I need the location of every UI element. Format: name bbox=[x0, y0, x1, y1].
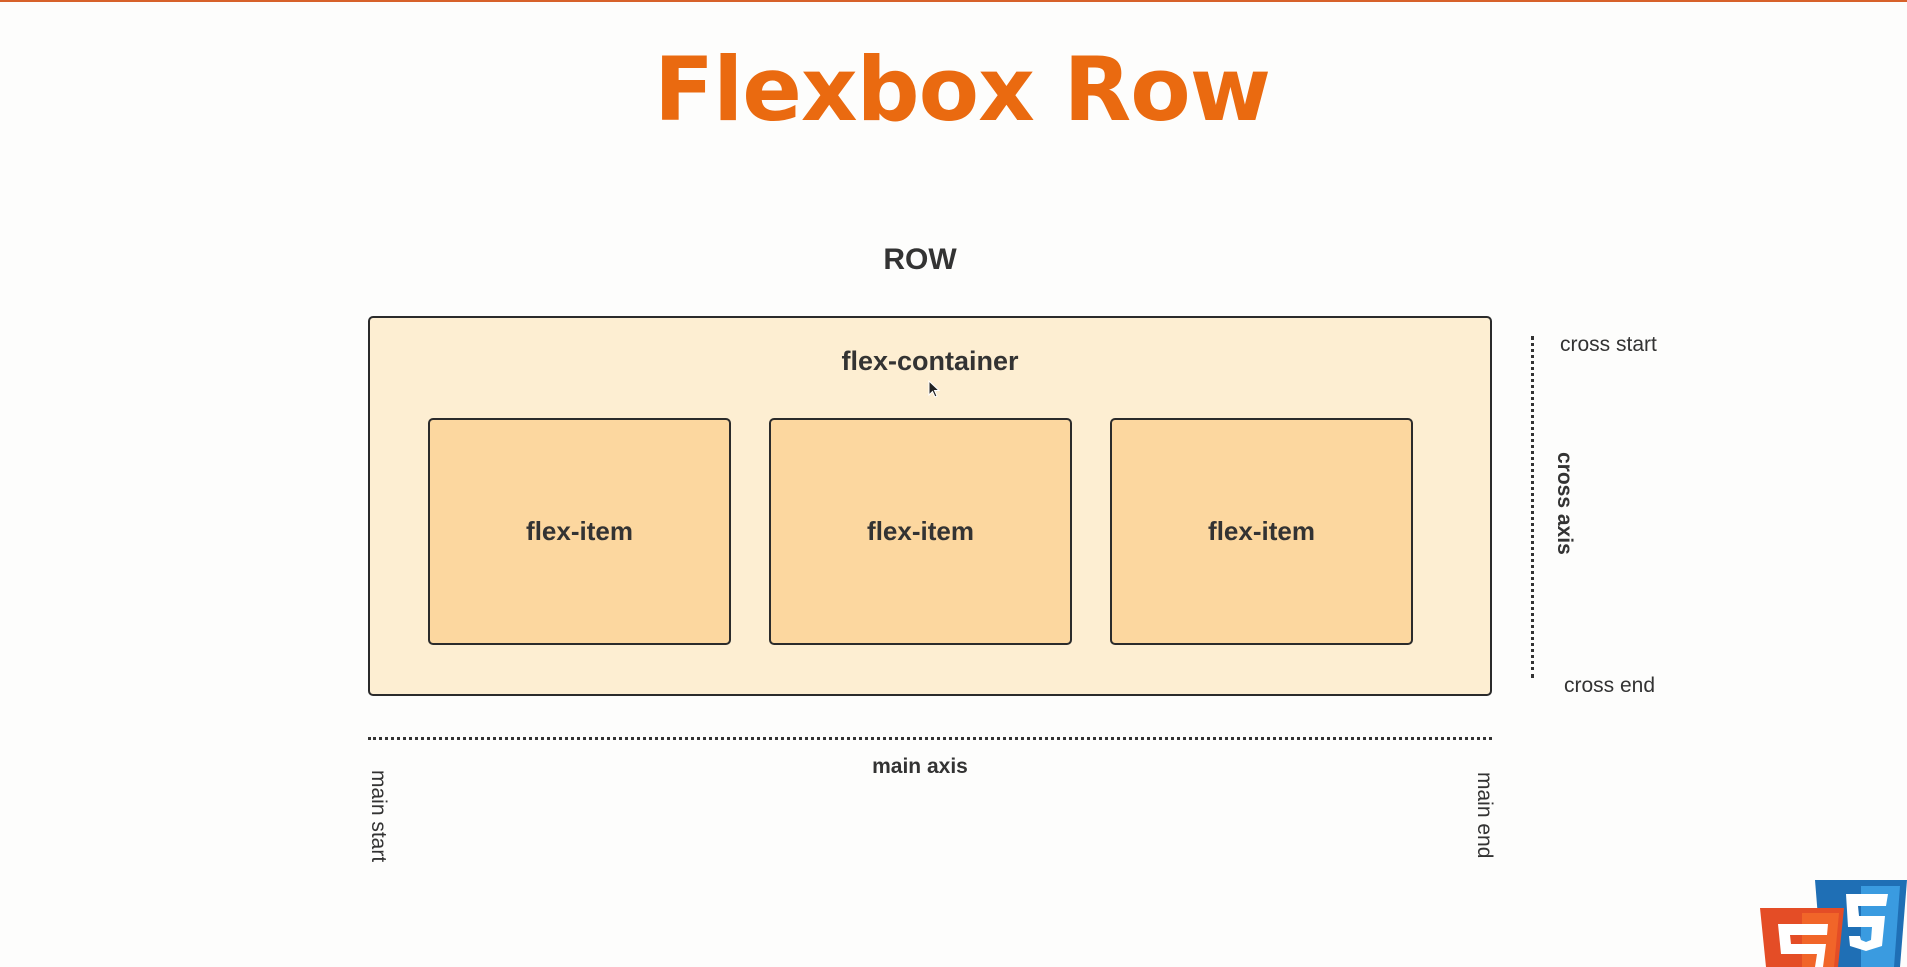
html5-logo bbox=[1760, 908, 1844, 967]
main-axis-line bbox=[368, 737, 1492, 740]
main-start-label: main start bbox=[367, 770, 390, 863]
flex-item-3: flex-item bbox=[1110, 418, 1413, 645]
mouse-cursor-icon bbox=[928, 379, 941, 398]
flex-item-2: flex-item bbox=[769, 418, 1072, 645]
flex-item-label: flex-item bbox=[1208, 516, 1315, 546]
cross-axis-line bbox=[1531, 336, 1534, 678]
diagram-heading: ROW bbox=[883, 243, 957, 276]
cross-start-label: cross start bbox=[1560, 333, 1657, 356]
main-axis-label: main axis bbox=[872, 755, 968, 778]
flex-container-label: flex-container bbox=[841, 346, 1019, 376]
cross-axis-label: cross axis bbox=[1553, 452, 1576, 555]
logos bbox=[1760, 880, 1907, 967]
flex-item-label: flex-item bbox=[526, 516, 633, 546]
top-accent-line bbox=[0, 0, 1907, 2]
flex-item-1: flex-item bbox=[428, 418, 731, 645]
flex-item-label: flex-item bbox=[867, 516, 974, 546]
flex-container-box: flex-container flex-item flex-item flex-… bbox=[368, 316, 1492, 696]
page-title: Flexbox Row bbox=[653, 38, 1271, 141]
cross-end-label: cross end bbox=[1564, 674, 1656, 697]
main-end-label: main end bbox=[1473, 772, 1496, 859]
